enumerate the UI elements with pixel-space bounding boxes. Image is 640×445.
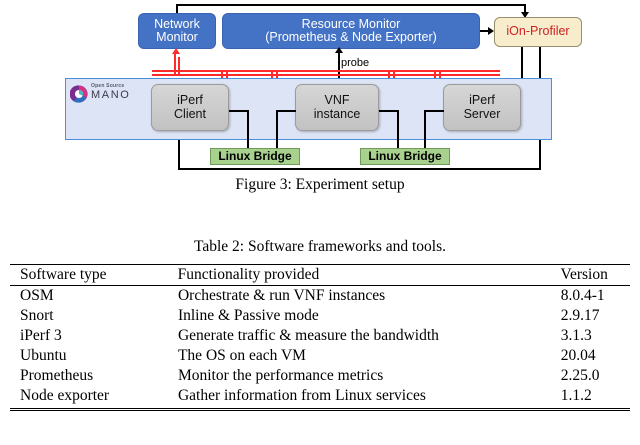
table-row: Prometheus Monitor the performance metri… [10,366,630,386]
iperf-client-line1: iPerf [177,93,203,108]
ion-profiler-label: iOn-Profiler [506,24,570,39]
cell-version: 20.04 [560,347,596,364]
cell-version: 2.9.17 [560,307,600,324]
arrow-into-ion-profiler-top [521,12,529,18]
network-monitor-line1: Network [154,16,200,31]
node-linux-bridge-left[interactable]: Linux Bridge [210,148,300,165]
resource-monitor-line1: Resource Monitor [301,16,401,31]
cell-software-type: Ubuntu [20,347,67,364]
link-top-left-stub [176,4,178,13]
probe-label: probe [341,57,370,69]
link-vnf-right-to-bridge-v [397,110,399,158]
software-table-body: OSM Orchestrate & run VNF instances 8.0.… [10,286,630,406]
cell-software-type: Snort [20,307,54,324]
cell-version: 1.1.2 [560,387,592,404]
mano-logo-top-text: Open Source [91,83,125,89]
link-client-to-bridge-v [247,110,249,158]
cell-software-type: iPerf 3 [20,327,62,344]
column-header-software-type: Software type [20,266,107,283]
link-vnf-left-to-bridge-h [276,110,296,112]
node-resource-monitor[interactable]: Resource Monitor (Prometheus & Node Expo… [222,13,480,49]
cell-software-type: Prometheus [20,367,94,384]
cell-software-type: OSM [20,287,54,304]
table-caption: Table 2: Software frameworks and tools. [193,238,446,255]
red-stub-top-left [178,60,180,72]
table-header-rule [10,285,630,286]
resource-monitor-line2: (Prometheus & Node Exporter) [265,30,437,44]
cell-version: 8.0.4-1 [560,287,605,304]
linux-bridge-right-label: Linux Bridge [368,149,442,164]
cell-version: 2.25.0 [560,367,600,384]
table-row: Snort Inline & Passive mode 2.9.17 [10,306,630,326]
node-iperf-server[interactable]: iPerf Server [443,84,521,131]
experiment-setup-figure: Network Monitor Resource Monitor (Promet… [0,0,640,200]
arrow-red-into-network-monitor [172,48,180,54]
link-vnf-left-to-bridge-v [276,110,278,158]
cell-version: 3.1.3 [560,327,592,344]
software-table-block: Table 2: Software frameworks and tools. … [0,238,640,411]
node-iperf-client[interactable]: iPerf Client [151,84,229,131]
iperf-server-line1: iPerf [469,93,495,108]
table-header-row: Software type Functionality provided Ver… [10,265,630,285]
link-server-to-bridge-h [424,110,444,112]
arrow-into-ion-profiler-left [488,27,494,35]
node-vnf-instance[interactable]: VNF instance [295,84,379,131]
link-bottom-to-client-up [178,128,180,169]
cell-functionality: The OS on each VM [177,347,306,364]
table-bottom-rule-secondary [10,410,630,411]
vnf-instance-line1: VNF [324,93,350,108]
link-server-to-bridge-v [424,110,426,158]
cell-functionality: Generate traffic & measure the bandwidth [177,327,439,344]
link-rm-to-ion [480,30,489,32]
linux-bridge-left-label: Linux Bridge [218,149,292,164]
mano-logo-main-text: MANO [91,89,131,101]
link-top-right-down [524,4,526,13]
table-top-rule [10,264,630,265]
software-table: Software type Functionality provided Ver… [10,265,630,285]
link-bottom-horizontal [178,168,541,170]
arrow-probe-up [335,47,343,53]
link-client-to-bridge-h [229,110,249,112]
link-probe [338,50,340,83]
link-top-horizontal [177,4,525,6]
link-vnf-right-to-bridge-h [379,110,399,112]
cell-software-type: Node exporter [20,387,110,404]
column-header-version: Version [560,266,608,283]
red-riser-network-monitor-a [174,53,176,74]
red-bus-line-lower [152,74,500,76]
iperf-client-line2: Client [174,106,206,121]
cell-functionality: Inline & Passive mode [177,307,319,324]
cell-functionality: Monitor the performance metrics [177,367,384,384]
node-linux-bridge-right[interactable]: Linux Bridge [360,148,450,165]
table-bottom-rule [10,408,630,409]
red-bus-line-upper [152,70,500,72]
mano-swirl-icon [70,85,88,103]
cell-functionality: Gather information from Linux services [177,387,426,404]
table-row: Node exporter Gather information from Li… [10,386,630,406]
osm-mano-logo: Open Source MANO [70,82,148,106]
vnf-instance-line2: instance [313,106,361,121]
column-header-functionality: Functionality provided [177,266,320,283]
table-row: OSM Orchestrate & run VNF instances 8.0.… [10,286,630,306]
iperf-server-line2: Server [463,106,501,121]
node-ion-profiler[interactable]: iOn-Profiler [494,17,582,47]
figure-caption: Figure 3: Experiment setup [235,176,405,193]
cell-functionality: Orchestrate & run VNF instances [177,287,386,304]
table-row: iPerf 3 Generate traffic & measure the b… [10,326,630,346]
node-network-monitor[interactable]: Network Monitor [138,13,216,49]
network-monitor-line2: Monitor [156,30,198,44]
table-row: Ubuntu The OS on each VM 20.04 [10,346,630,366]
